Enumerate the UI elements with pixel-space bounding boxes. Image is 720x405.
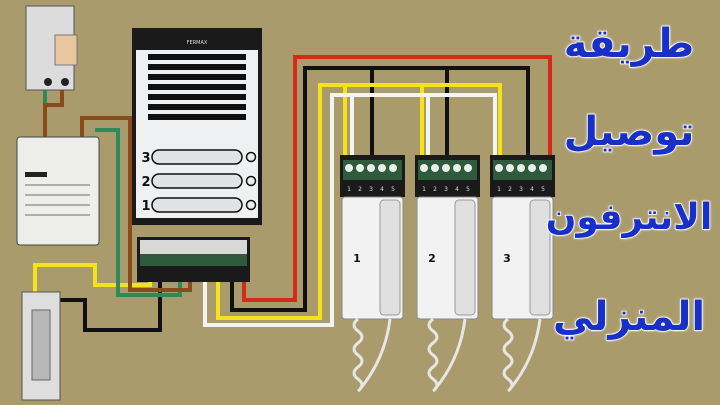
panel-brand: FERMAX: [187, 40, 208, 46]
coiled-cord: [352, 317, 364, 393]
terminal-number: 2: [358, 186, 362, 193]
title-line-4: المنزلي: [552, 294, 706, 340]
coiled-cord: [433, 318, 467, 390]
title-line-1: طريقة: [563, 21, 695, 67]
wire-brown: [43, 88, 64, 140]
grille-slot: [148, 84, 246, 90]
call-button-1[interactable]: 1: [141, 197, 257, 214]
handset-number: 2: [428, 252, 436, 265]
wire-black: [230, 66, 530, 312]
terminal-number: 4: [530, 186, 534, 193]
wire-black-lock: [50, 265, 162, 332]
terminal-screw: [539, 164, 547, 172]
title: طريقة توصيل الانترفون المنزلي: [544, 0, 714, 405]
terminal-number: 1: [422, 186, 426, 193]
terminal-number: 1: [497, 186, 501, 193]
call-button-number: 3: [141, 151, 150, 166]
terminal-number: 2: [433, 186, 437, 193]
handset-number: 1: [353, 252, 361, 265]
terminal-screw: [495, 164, 503, 172]
terminal-number: 5: [541, 186, 545, 193]
speaker-grille: [148, 54, 246, 120]
terminal-number: 1: [347, 186, 351, 193]
grille-slot: [148, 74, 246, 80]
terminal-screw: [378, 164, 386, 172]
terminal-screw: [431, 164, 439, 172]
coiled-cord: [502, 317, 514, 393]
wire-red: [242, 55, 552, 302]
grille-slot: [148, 54, 246, 60]
terminal-screw: [345, 164, 353, 172]
terminal-screw: [506, 164, 514, 172]
terminal-screw: [528, 164, 536, 172]
call-button-number: 2: [141, 175, 150, 190]
call-button-3[interactable]: 3: [141, 149, 257, 166]
terminal-number: 4: [455, 186, 459, 193]
terminal-number: 3: [519, 186, 523, 193]
terminal-number: 2: [508, 186, 512, 193]
wire-brown-2: [80, 116, 192, 292]
terminal-number: 4: [380, 186, 384, 193]
title-line-3: الانترفون: [545, 197, 713, 238]
call-button-number: 1: [141, 199, 150, 214]
wire-green-2: [95, 128, 182, 297]
call-button-2[interactable]: 2: [141, 173, 257, 190]
wire-white: [203, 93, 497, 327]
transformer: [16, 136, 100, 246]
coiled-cord: [427, 317, 439, 393]
terminal-screw: [420, 164, 428, 172]
circuit-breaker: [25, 5, 78, 91]
coiled-cord: [508, 318, 542, 390]
grille-slot: [148, 94, 246, 100]
coiled-cord: [358, 318, 392, 390]
terminal-screw: [464, 164, 472, 172]
electric-door-lock: [21, 291, 61, 401]
terminal-screw: [367, 164, 375, 172]
terminal-screw: [442, 164, 450, 172]
handset-number: 3: [503, 252, 511, 265]
terminal-number: 5: [466, 186, 470, 193]
grille-slot: [148, 104, 246, 110]
terminal-screw: [517, 164, 525, 172]
terminal-screw: [389, 164, 397, 172]
grille-slot: [148, 114, 246, 120]
door-panel: FERMAX 3 2 1: [132, 28, 262, 225]
title-line-2: توصيل: [563, 109, 695, 155]
panel-terminal-strip: [137, 237, 250, 282]
wire-yellow: [216, 83, 502, 320]
terminal-number: 3: [369, 186, 373, 193]
grille-slot: [148, 64, 246, 70]
terminal-number: 5: [391, 186, 395, 193]
terminal-number: 3: [444, 186, 448, 193]
terminal-screw: [356, 164, 364, 172]
terminal-screw: [453, 164, 461, 172]
